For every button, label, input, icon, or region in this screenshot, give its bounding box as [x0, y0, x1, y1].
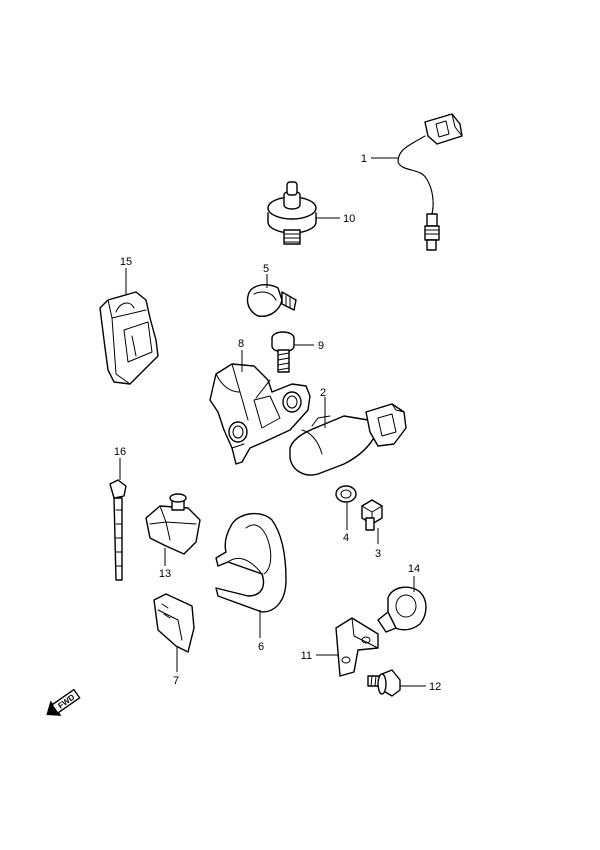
callout-11: 11: [301, 650, 312, 662]
callout-7: 7: [173, 675, 179, 687]
part-15-bracket: [99, 291, 159, 385]
callout-16: 16: [114, 446, 126, 458]
callout-2: 2: [320, 387, 326, 399]
part-16-cable-tie: [109, 479, 127, 581]
fwd-direction-marker: FWD: [46, 688, 81, 716]
part-2-sensor: [289, 403, 407, 476]
part-6-clip: [215, 513, 287, 613]
part-5-cap: [246, 284, 297, 317]
callout-5: 5: [263, 263, 269, 275]
callout-13: 13: [159, 568, 171, 580]
callout-4: 4: [343, 532, 349, 544]
callout-labels: 1 2 3 4 5 6 7 8 9 10 11 12 13 14 15 16: [114, 153, 441, 693]
part-8-holder: [209, 363, 311, 465]
callout-14: 14: [408, 563, 420, 575]
part-13-clamp: [145, 493, 201, 555]
callout-10: 10: [343, 213, 355, 225]
callout-8: 8: [238, 338, 244, 350]
fwd-arrowhead-icon: [47, 702, 61, 716]
part-4-washer: [335, 485, 357, 503]
callout-15: 15: [120, 256, 132, 268]
part-3-screw: [361, 499, 383, 531]
part-14-hose-clamp: [377, 586, 427, 633]
part-7-plate: [153, 593, 195, 653]
part-12-flange-bolt: [367, 669, 401, 697]
callout-9: 9: [318, 340, 324, 352]
part-9-bolt: [271, 331, 295, 373]
part-11-bracket: [335, 617, 379, 677]
part-10-pressure-switch: [267, 181, 317, 245]
callout-3: 3: [375, 548, 381, 560]
callout-1: 1: [361, 153, 367, 165]
callout-6: 6: [258, 641, 264, 653]
leader-lines: [119, 157, 426, 687]
part-1-sensor-harness: [397, 113, 463, 251]
callout-12: 12: [429, 681, 441, 693]
